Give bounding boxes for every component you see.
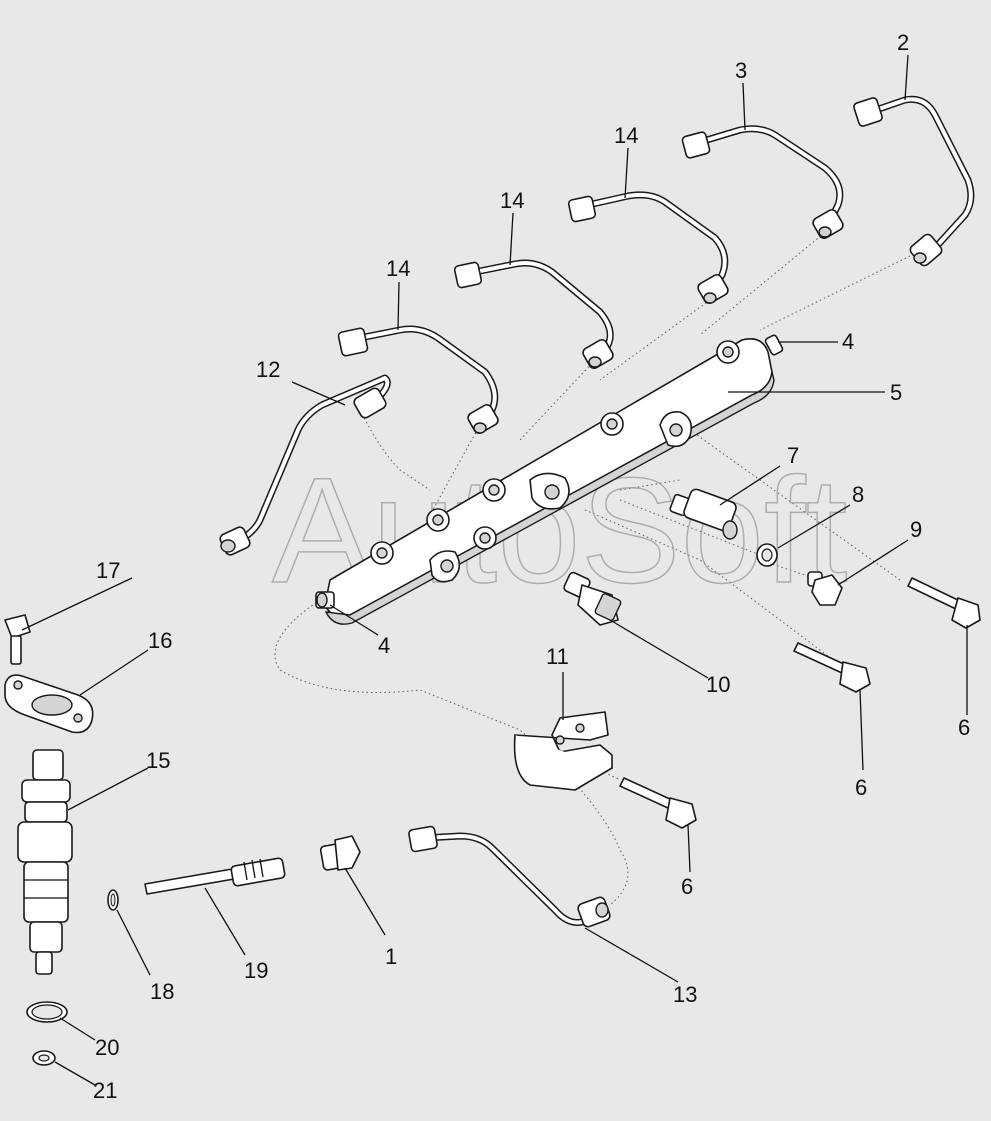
rail-port xyxy=(370,541,394,565)
o-ring xyxy=(107,889,119,911)
callout-19: 19 xyxy=(244,958,268,983)
injector-seal xyxy=(26,1001,68,1023)
rail-port xyxy=(600,412,624,436)
callout-14: 14 xyxy=(386,256,410,281)
fuel-line-3 xyxy=(681,125,844,239)
fuel-line-14-b xyxy=(453,259,614,369)
callout-12: 12 xyxy=(256,357,280,382)
fitting xyxy=(319,835,361,871)
callout-6: 6 xyxy=(855,775,867,800)
fuel-line-13 xyxy=(408,825,611,928)
callout-4: 4 xyxy=(842,329,854,354)
callout-14: 14 xyxy=(614,123,638,148)
callout-13: 13 xyxy=(673,982,697,1007)
callout-7: 7 xyxy=(787,443,799,468)
callout-14: 14 xyxy=(500,188,524,213)
callout-6: 6 xyxy=(681,874,693,899)
fuel-injector xyxy=(17,749,73,975)
fuel-line-2 xyxy=(853,95,975,267)
rail-port xyxy=(716,340,740,364)
callout-18: 18 xyxy=(150,979,174,1004)
callout-4: 4 xyxy=(378,633,390,658)
fuel-line-12 xyxy=(219,374,391,556)
bracket xyxy=(513,711,613,791)
callout-15: 15 xyxy=(146,748,170,773)
callout-17: 17 xyxy=(96,558,120,583)
callout-6: 6 xyxy=(958,715,970,740)
callout-2: 2 xyxy=(897,30,909,55)
rail-port xyxy=(482,478,506,502)
callout-10: 10 xyxy=(706,672,730,697)
callout-20: 20 xyxy=(95,1035,119,1060)
rail-port xyxy=(473,526,497,550)
callout-9: 9 xyxy=(910,517,922,542)
sealing-washer xyxy=(756,543,778,567)
callout-11: 11 xyxy=(546,644,569,669)
rail-pressure-sensor xyxy=(563,571,622,626)
injector-clamp xyxy=(4,674,94,734)
leader-lines xyxy=(21,54,968,1086)
bolt-17 xyxy=(4,614,31,665)
bolt-6-b xyxy=(793,642,871,693)
pressure-relief-valve xyxy=(669,488,738,540)
assembly-guide-lines xyxy=(274,229,919,906)
callout-8: 8 xyxy=(852,482,864,507)
bolt-6-c xyxy=(619,777,697,829)
fuel-line-14-c xyxy=(337,325,499,434)
callout-1: 1 xyxy=(385,944,397,969)
injector-washer xyxy=(32,1050,56,1066)
callout-16: 16 xyxy=(148,628,172,653)
callout-5: 5 xyxy=(890,380,902,405)
callout-labels: 2 3 14 14 14 12 4 5 4 7 8 9 6 6 6 10 11 … xyxy=(93,30,970,1103)
plug xyxy=(807,571,843,606)
callout-21: 21 xyxy=(93,1078,117,1103)
rail-port xyxy=(426,508,450,532)
bolt-6-a xyxy=(907,577,981,629)
fuel-rail xyxy=(315,334,784,625)
fuel-line-14-a xyxy=(567,191,729,304)
high-pressure-connector xyxy=(144,857,286,895)
callout-3: 3 xyxy=(735,58,747,83)
